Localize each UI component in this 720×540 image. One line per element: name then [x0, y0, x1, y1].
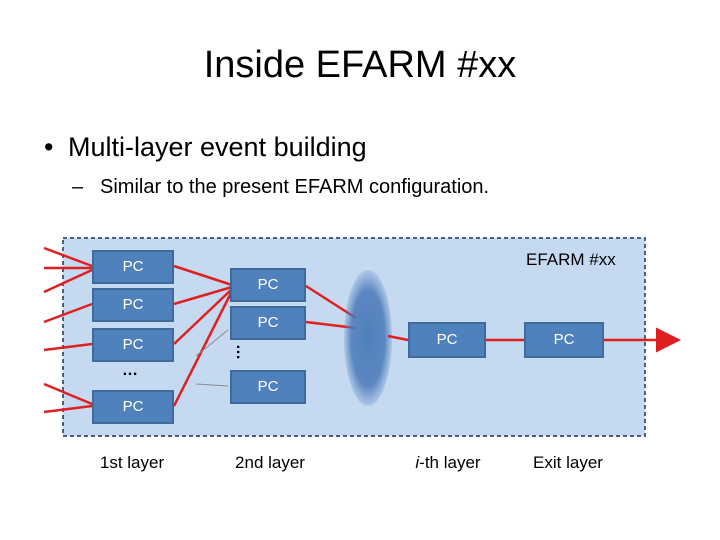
- pc-layer1-c: PC: [92, 328, 174, 362]
- layer-label-second: 2nd layer: [235, 453, 305, 472]
- layer1-ellipsis: …: [122, 362, 138, 379]
- pc-layer2-a: PC: [230, 268, 306, 302]
- layer2-ellipsis: …: [233, 344, 250, 359]
- pc-layer1-d: PC: [92, 390, 174, 424]
- layer-label-first: 1st layer: [99, 453, 165, 472]
- input-links: [43, 246, 93, 414]
- pc-layer1-a: PC: [92, 250, 174, 284]
- slide-title: Inside EFARM #xx: [203, 44, 517, 86]
- pc-ith-layer: PC: [408, 322, 486, 358]
- bullet-text: Multi-layer event building: [68, 132, 367, 162]
- layer-label-exit: Exit layer: [533, 453, 603, 472]
- faint-links: [195, 329, 229, 387]
- pc-layer2-b: PC: [230, 306, 306, 340]
- bullet-item: • Multi-layer event building: [44, 132, 367, 163]
- layer-label-ith: i-th layer: [415, 453, 481, 472]
- lens-to-ith-link: [387, 334, 409, 342]
- pc-exit-layer: PC: [524, 322, 604, 358]
- network-lens: [344, 270, 392, 406]
- efarm-box-label: EFARM #xx: [526, 250, 616, 269]
- layer1-to-layer2-links: [172, 264, 234, 407]
- sub-bullet-symbol: –: [72, 176, 84, 198]
- sub-bullet-text: Similar to the present EFARM configurati…: [100, 176, 490, 198]
- pc-layer2-c: PC: [230, 370, 306, 404]
- pc-layer1-b: PC: [92, 288, 174, 322]
- bullet-symbol: •: [44, 132, 54, 162]
- sub-bullet-item: –Similar to the present EFARM configurat…: [72, 176, 489, 199]
